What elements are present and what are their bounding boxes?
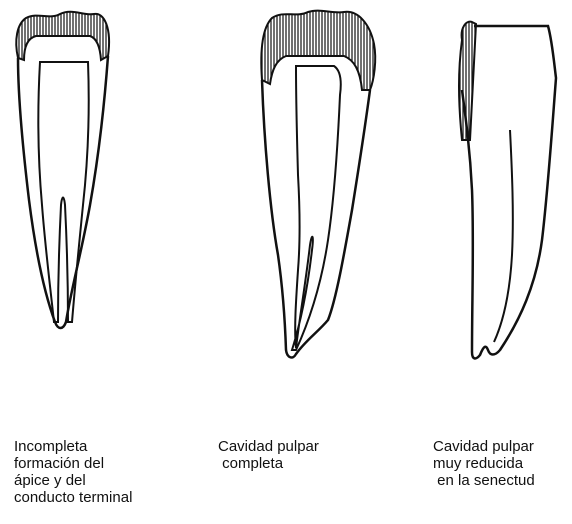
tooth-incomplete-apex bbox=[16, 12, 109, 328]
enamel-cap-1 bbox=[16, 12, 109, 60]
caption-line: completa bbox=[218, 455, 319, 472]
caption-line: muy reducida bbox=[433, 455, 535, 472]
caption-line: Cavidad pulpar bbox=[218, 438, 319, 455]
caption-line: ápice y del bbox=[14, 472, 132, 489]
caption-line: Cavidad pulpar bbox=[433, 438, 535, 455]
caption-incomplete-apex: Incompleta formación del ápice y del con… bbox=[14, 438, 132, 506]
tooth-complete-pulp bbox=[261, 11, 375, 358]
tooth-reduced-pulp bbox=[459, 22, 556, 359]
caption-line: en la senectud bbox=[433, 472, 535, 489]
enamel-cap-2 bbox=[261, 11, 375, 90]
tooth-outline-1 bbox=[18, 56, 108, 328]
caption-complete-pulp: Cavidad pulpar completa bbox=[218, 438, 319, 472]
caption-line: Incompleta bbox=[14, 438, 132, 455]
enamel-cap-3 bbox=[459, 22, 476, 140]
pulp-canal-3 bbox=[494, 130, 513, 342]
tooth-outline-2 bbox=[262, 80, 370, 357]
pulp-canal-1 bbox=[38, 62, 89, 322]
tooth-outline-3 bbox=[462, 26, 556, 358]
caption-line: formación del bbox=[14, 455, 132, 472]
caption-line: conducto terminal bbox=[14, 489, 132, 506]
caption-reduced-pulp: Cavidad pulpar muy reducida en la senect… bbox=[433, 438, 535, 489]
